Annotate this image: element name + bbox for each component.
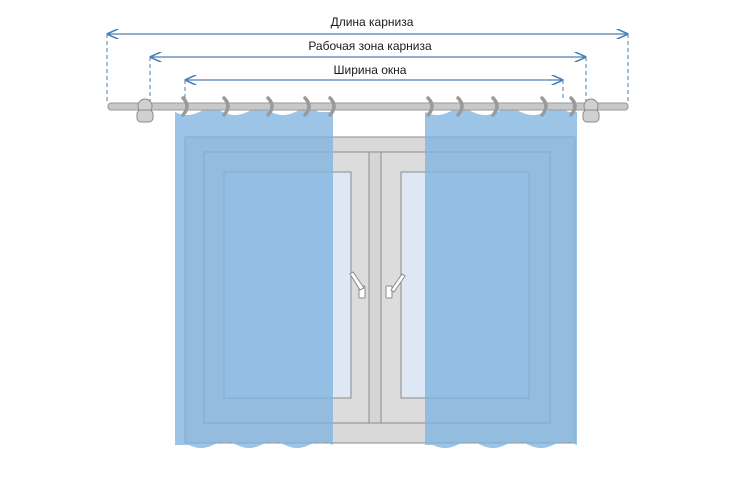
rod-bracket-icon <box>136 98 600 123</box>
curtain-left <box>175 109 333 448</box>
dimension-working-zone: Рабочая зона карниза <box>149 39 587 101</box>
window-handle-icon <box>349 271 406 299</box>
curtain-right <box>425 109 577 448</box>
label-working-zone: Рабочая зона карниза <box>308 39 432 53</box>
curtain-ring-icon <box>181 96 577 117</box>
dimension-window-width: Ширина окна <box>184 63 564 100</box>
label-window-width: Ширина окна <box>334 63 407 77</box>
label-rod-length: Длина карниза <box>331 15 414 29</box>
dimension-rod-length: Длина карниза <box>106 15 629 103</box>
